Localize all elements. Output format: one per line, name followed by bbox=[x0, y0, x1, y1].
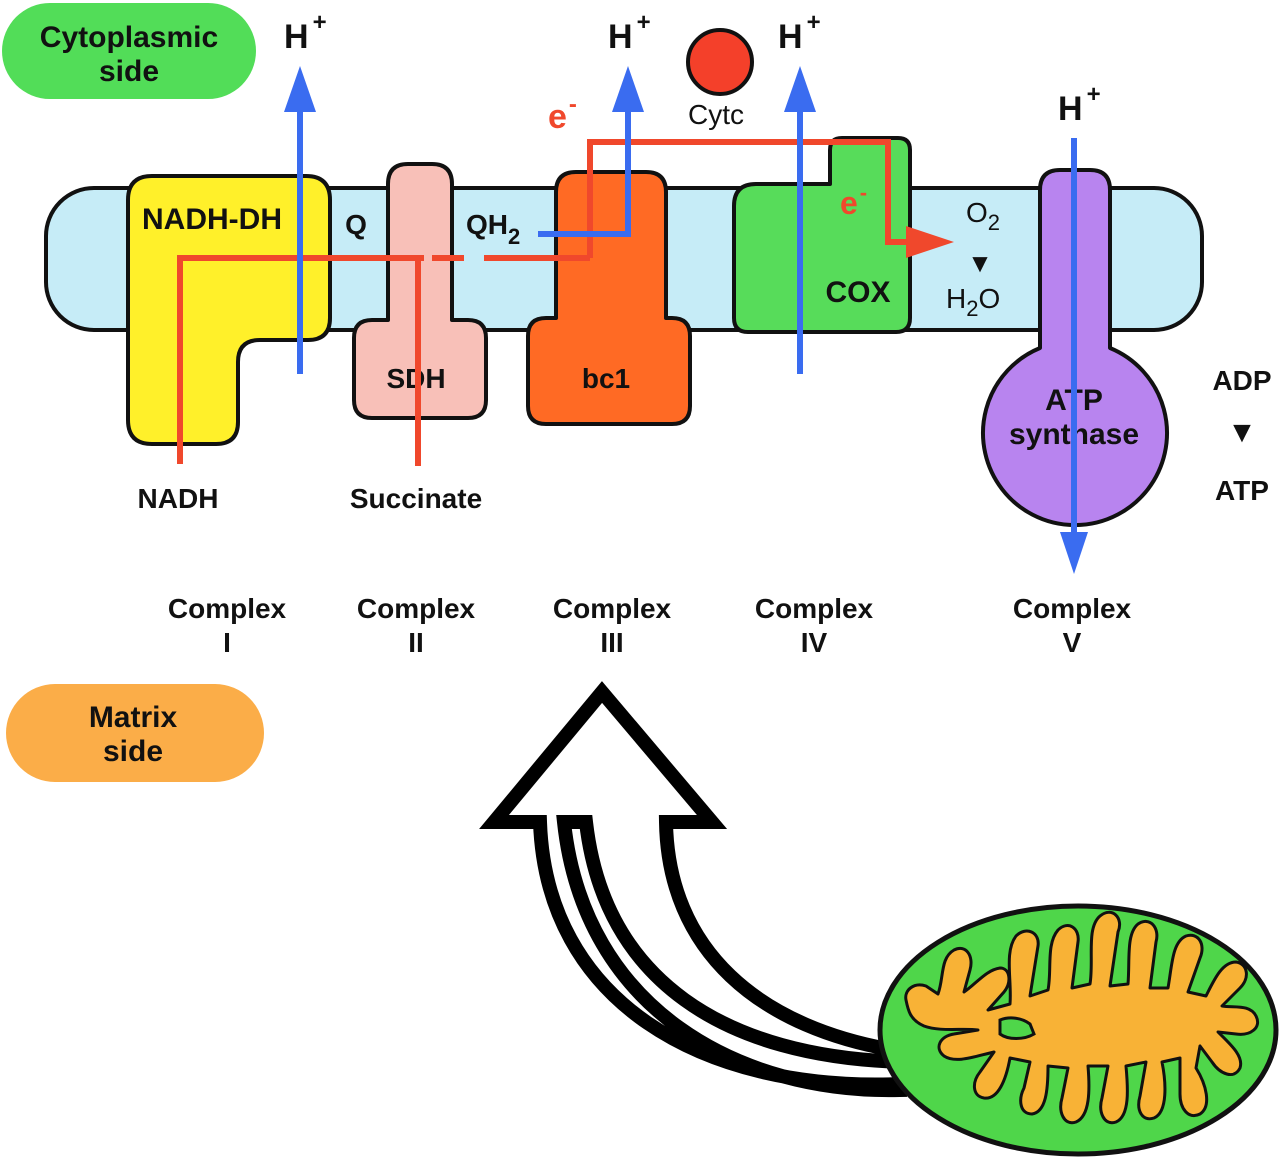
complex-iv-word: Complex bbox=[755, 593, 874, 624]
cytoplasmic-label-line1: Cytoplasmic bbox=[40, 21, 218, 54]
succinate-label: Succinate bbox=[350, 483, 482, 514]
complex-iii-label: Complex III bbox=[553, 593, 672, 658]
complex-ii-word: Complex bbox=[357, 593, 476, 624]
complex-ii-label: Complex II bbox=[357, 593, 476, 658]
h2o-label: H2O bbox=[946, 283, 1000, 321]
complex-iv-cox bbox=[732, 136, 912, 334]
matrix-label-line1: Matrix bbox=[89, 701, 178, 734]
o2-h2o-arrow: ▼ bbox=[967, 248, 993, 278]
qh2-label: QH2 bbox=[466, 209, 520, 249]
proton-arrow-complex-iv bbox=[784, 66, 816, 374]
qh2-proton-connector bbox=[538, 104, 631, 237]
complex-i-word: Complex bbox=[168, 593, 287, 624]
proton-label-3: H+ bbox=[778, 9, 821, 56]
matrix-side-label: Matrix side bbox=[6, 684, 264, 782]
complex-v-word: Complex bbox=[1013, 593, 1132, 624]
zoom-arrow bbox=[479, 681, 913, 1098]
q-label: Q bbox=[345, 209, 367, 240]
proton-arrow-complex-iii bbox=[612, 66, 644, 112]
cytc-circle bbox=[686, 28, 754, 96]
electron-label-2: e- bbox=[840, 180, 867, 221]
complex-i-numeral: I bbox=[223, 627, 231, 658]
cox-label: COX bbox=[825, 276, 890, 309]
complex-i-label: Complex I bbox=[168, 593, 287, 658]
bc1-label: bc1 bbox=[582, 363, 630, 394]
electron-arrowhead bbox=[906, 226, 954, 258]
complex-iv-numeral: IV bbox=[801, 627, 828, 658]
proton-label-4: H+ bbox=[1058, 81, 1101, 128]
o2-label: O2 bbox=[966, 197, 1000, 235]
nadh-dh-label: NADH-DH bbox=[142, 203, 282, 236]
cytoplasmic-side-label: Cytoplasmic side bbox=[2, 3, 256, 99]
cytc-label: Cytc bbox=[688, 99, 744, 130]
atp-label: ATP bbox=[1215, 475, 1269, 506]
complex-iii-word: Complex bbox=[553, 593, 672, 624]
complex-v-label: Complex V bbox=[1013, 593, 1132, 658]
cytoplasmic-label-line2: side bbox=[99, 55, 159, 88]
electron-path bbox=[177, 139, 912, 466]
nadh-label: NADH bbox=[138, 483, 219, 514]
proton-arrow-complex-i bbox=[284, 66, 316, 374]
mitochondrion-illustration bbox=[877, 903, 1279, 1157]
proton-label-1: H+ bbox=[284, 9, 327, 56]
complex-ii-numeral: II bbox=[408, 627, 424, 658]
matrix-label-line2: side bbox=[103, 735, 163, 768]
proton-label-2: H+ bbox=[608, 9, 651, 56]
electron-label-1: e- bbox=[548, 91, 577, 136]
complex-v-numeral: V bbox=[1063, 627, 1082, 658]
complex-iv-label: Complex IV bbox=[755, 593, 874, 658]
adp-atp-arrow: ▼ bbox=[1227, 416, 1257, 449]
adp-label: ADP bbox=[1212, 365, 1271, 396]
proton-arrow-complex-v bbox=[1060, 138, 1088, 574]
complex-iii-numeral: III bbox=[600, 627, 623, 658]
